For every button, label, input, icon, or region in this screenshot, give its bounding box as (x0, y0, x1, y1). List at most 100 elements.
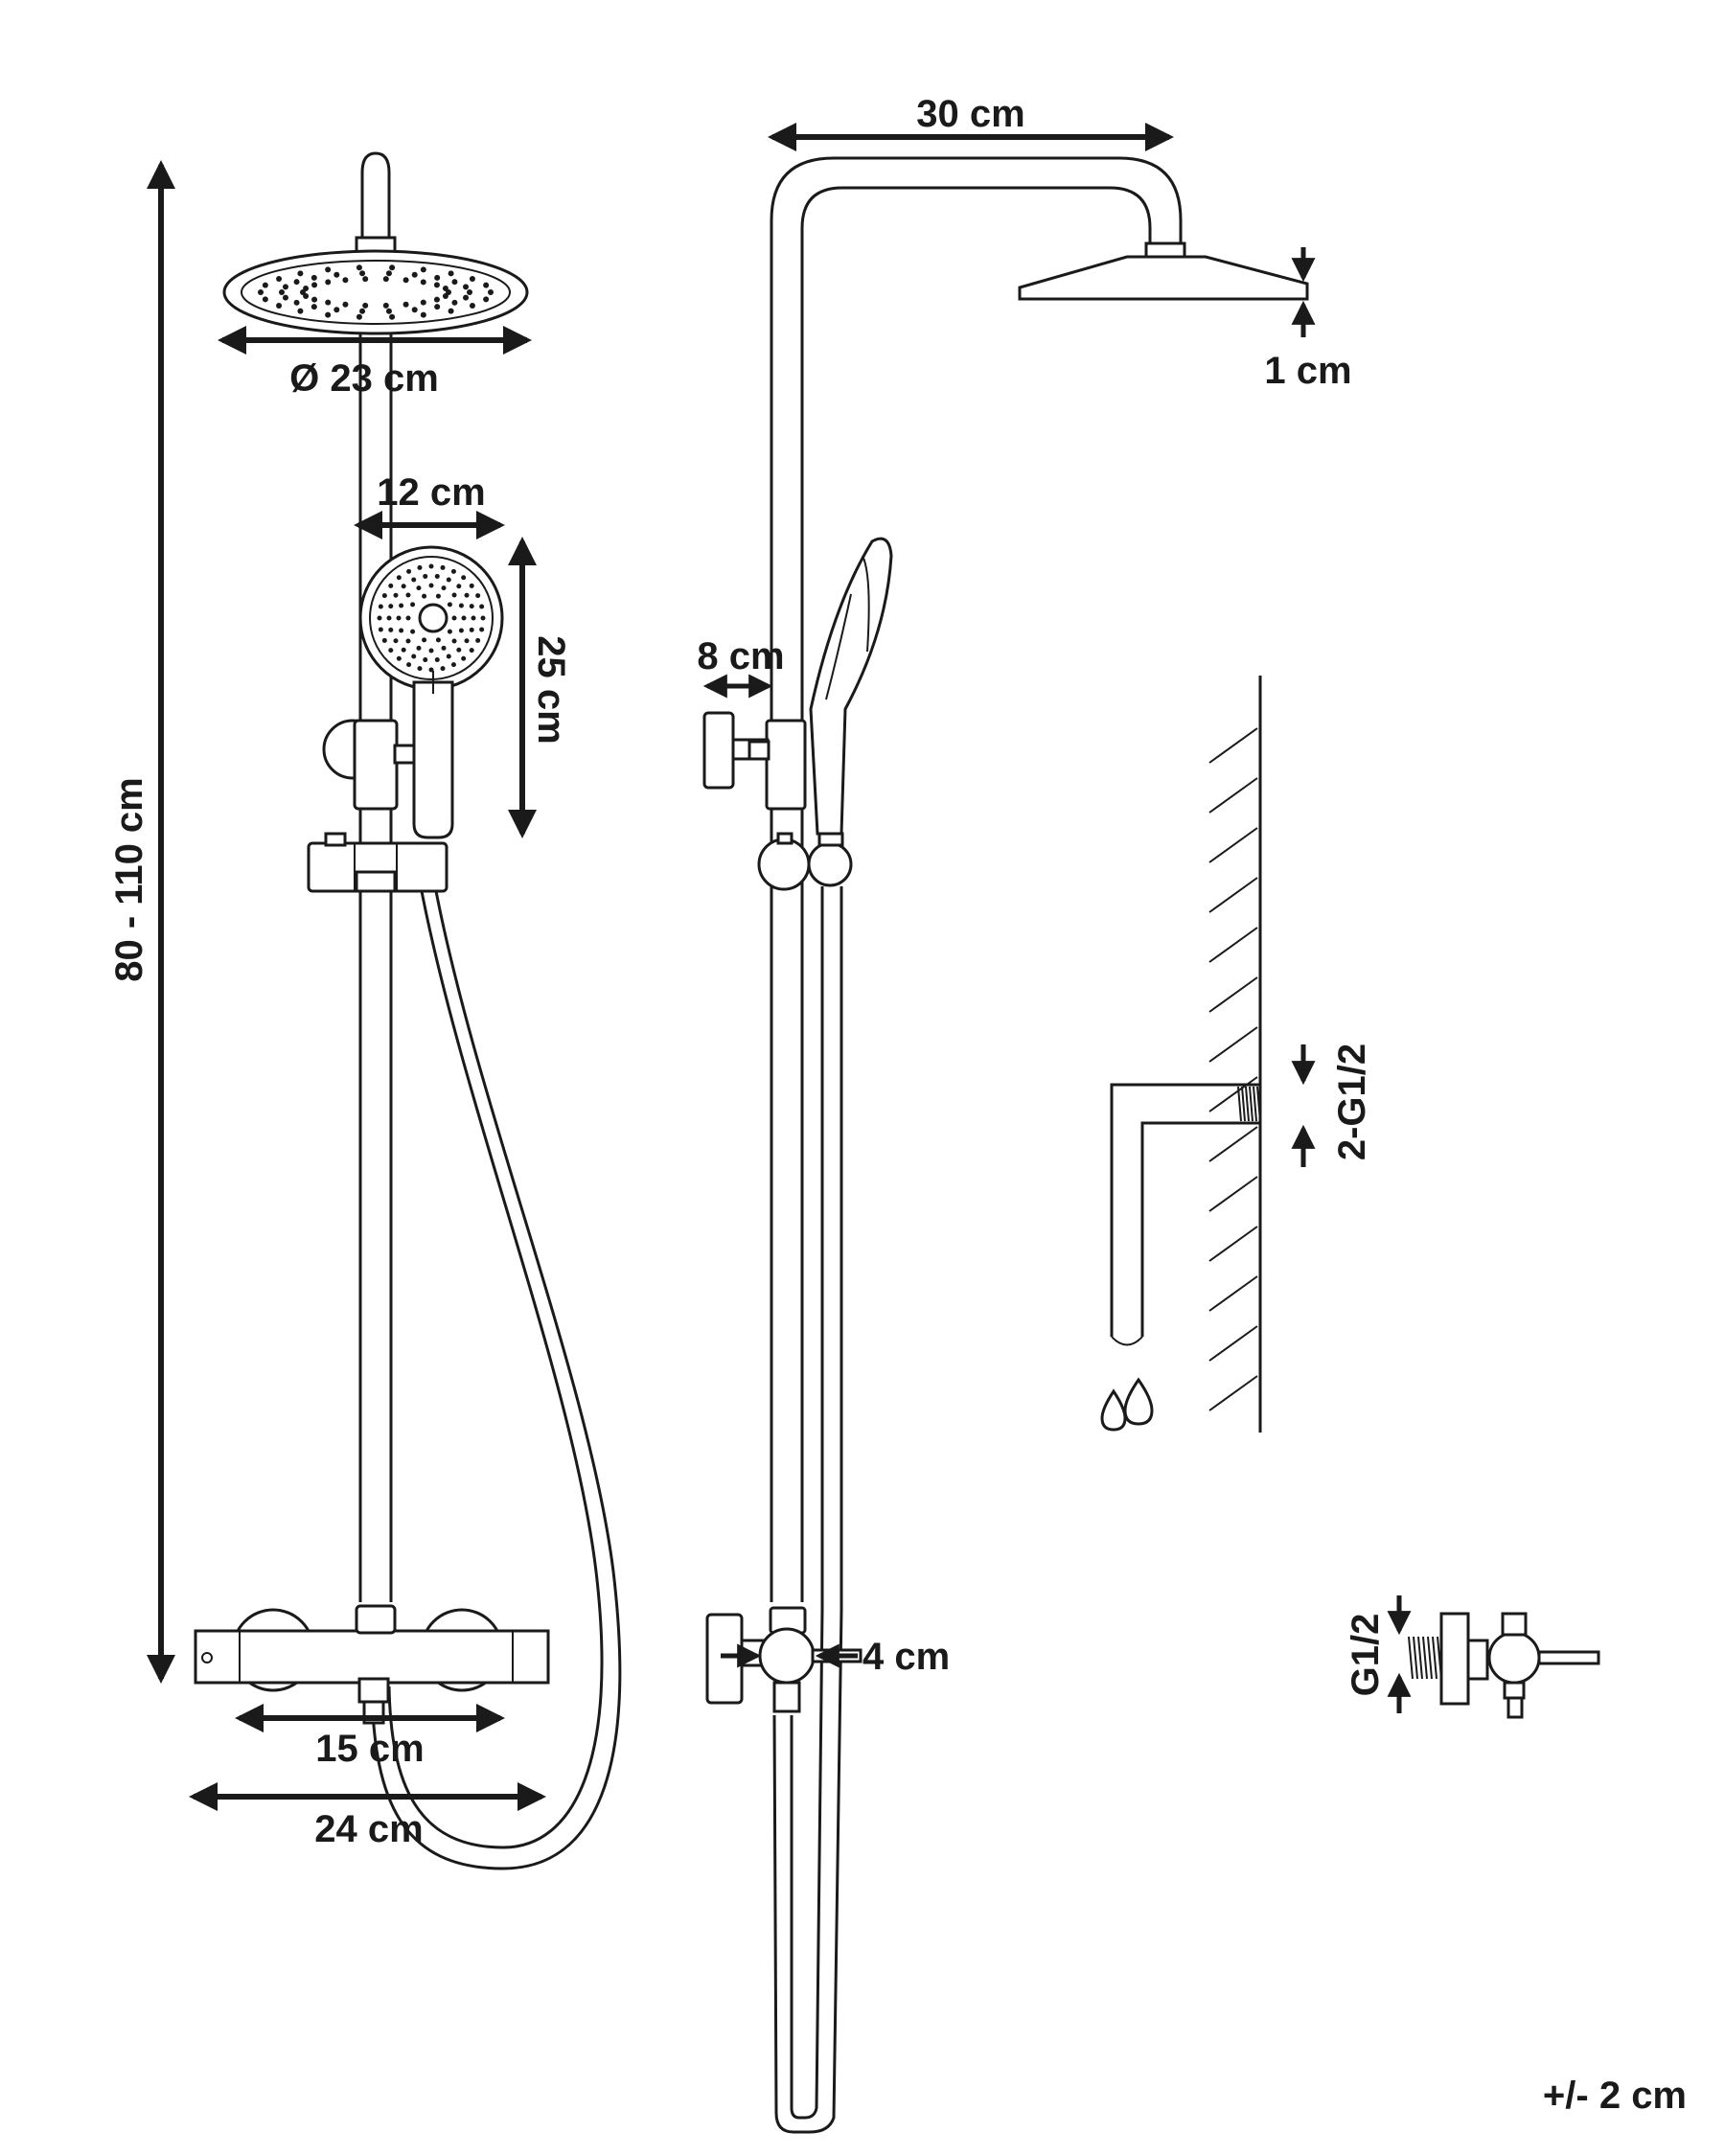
hand-nozzle-dot (450, 662, 456, 668)
hand-nozzle-dot (393, 592, 399, 598)
hand-nozzle-dot (451, 638, 457, 644)
nozzle-dot (411, 271, 418, 278)
hatch-line (1208, 927, 1258, 963)
arm-length-label: 30 cm (916, 93, 1024, 135)
hand-nozzle-dot (381, 637, 387, 643)
hand-nozzle-dot (441, 585, 447, 591)
nozzle-dot (293, 299, 300, 306)
hand-nozzle-dot (396, 615, 402, 621)
nozzle-dot (420, 279, 426, 286)
hand-nozzle-dot (469, 583, 474, 588)
thread-line (1256, 1086, 1261, 1122)
hatch-line (1208, 1026, 1258, 1063)
hatch-line (1208, 1375, 1258, 1411)
head-diameter-label: Ø 23 cm (289, 357, 439, 400)
riser-inner (800, 186, 1152, 1602)
nozzle-dot (362, 276, 369, 283)
thread-line (1417, 1636, 1423, 1680)
nozzle-dot (342, 277, 349, 284)
thread-line (1413, 1636, 1418, 1680)
nozzle-dot (297, 308, 304, 314)
nozzle-dot (385, 270, 392, 277)
hand-nozzle-dot (447, 629, 452, 634)
handle-offset-label: 8 cm (697, 635, 784, 677)
hand-nozzle-dot (434, 657, 440, 663)
riser-outer (770, 156, 1183, 1602)
hand-nozzle-dot (388, 627, 394, 632)
nozzle-dot (451, 299, 458, 306)
nozzle-dot (442, 292, 448, 299)
nozzle-dot (359, 308, 366, 314)
hand-nozzle-dot (377, 615, 382, 621)
hand-nozzle-dot (469, 627, 474, 632)
hatch-line (1208, 1176, 1258, 1212)
nozzle-dot (451, 279, 458, 286)
hatch-line (1208, 1325, 1258, 1362)
hand-nozzle-dot (440, 666, 446, 672)
nozzle-dot (433, 296, 440, 303)
hand-nozzle-dot (396, 575, 402, 581)
side-mixer-body (758, 1627, 816, 1685)
hand-nozzle-dot (435, 637, 441, 643)
nozzle-dot (385, 308, 392, 314)
hand-nozzle-dot (464, 592, 470, 598)
hand-shower (358, 545, 504, 839)
nozzle-dot (469, 275, 475, 282)
valve-spacing-label: 15 cm (315, 1728, 424, 1770)
side-hand-holder (765, 719, 807, 811)
nozzle-dot (276, 275, 283, 282)
nozzle-dot (467, 289, 472, 295)
nozzle-dot (389, 313, 396, 320)
nozzle-dot (442, 286, 448, 292)
hand-nozzle-dot (458, 628, 464, 633)
hand-nozzle-dot (416, 645, 422, 651)
hand-nozzle-dot (405, 638, 411, 644)
rain-shower-head (222, 249, 529, 335)
hand-nozzle-dot (479, 627, 485, 632)
nozzle-dot (469, 303, 475, 310)
nozzle-dot (262, 296, 268, 303)
hand-nozzle-dot (461, 655, 467, 661)
hand-nozzle-dot (446, 577, 451, 583)
hatch-line (1208, 727, 1258, 764)
thermostatic-mixer (194, 1604, 550, 1725)
hand-nozzle-dot (417, 564, 423, 570)
hand-nozzle-dot (388, 648, 394, 654)
nozzle-dot (325, 266, 332, 273)
valve-width-label: 24 cm (314, 1808, 423, 1850)
nozzle-dot (342, 301, 349, 308)
hatch-line (1208, 1275, 1258, 1312)
inlet-pipe-inner (1140, 1121, 1260, 1337)
side-mixer-knob (705, 1613, 744, 1705)
nozzle-dot (433, 282, 440, 288)
nozzle-dot (463, 294, 470, 301)
hand-nozzle-dot (441, 645, 447, 651)
hand-nozzle-dot (428, 583, 434, 588)
nozzle-dot (389, 264, 396, 271)
thread-line (1237, 1086, 1242, 1122)
hand-nozzle-dot (410, 602, 416, 608)
nozzle-dot (356, 313, 362, 320)
hand-nozzle-dot (386, 615, 392, 621)
front-view (147, 151, 622, 1870)
nozzle-dot (359, 270, 366, 277)
pipe-top-cap (360, 151, 391, 240)
hand-nozzle-dot (461, 575, 467, 581)
wall-hatching (1208, 727, 1258, 1411)
hand-nozzle-dot (422, 637, 427, 643)
hand-nozzle-dot (405, 592, 411, 598)
hand-nozzle-dot (475, 593, 481, 599)
nozzle-dot (382, 276, 389, 283)
thread-line (1408, 1636, 1414, 1680)
nozzle-dot (297, 270, 304, 277)
hand-nozzle-dot (423, 657, 428, 663)
inlet-pipe-outer (1110, 1083, 1260, 1337)
nozzle-dot (282, 294, 288, 301)
nozzle-dot (434, 274, 441, 281)
side-hand-shower (809, 537, 893, 836)
hand-nozzle-dot (451, 615, 457, 621)
nozzle-dot (334, 271, 340, 278)
hand-nozzle-dot (393, 638, 399, 644)
hand-nozzle-dot (469, 648, 474, 654)
side-hose-inner (790, 886, 824, 2120)
